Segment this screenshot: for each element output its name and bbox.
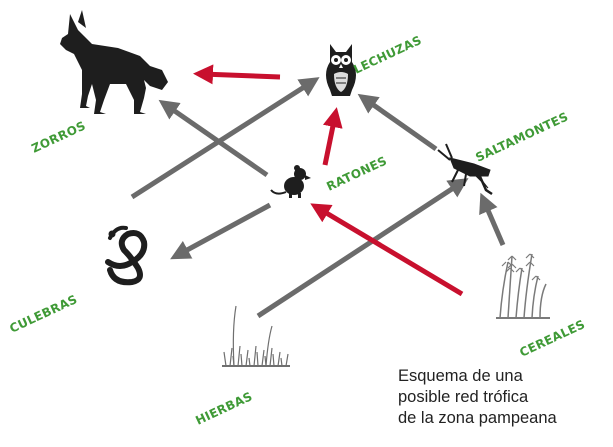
- label-culebras: CULEBRAS: [7, 292, 79, 336]
- arrow-culebras-to-lechuzas: [132, 82, 312, 197]
- label-lechuzas: LECHUZAS: [351, 33, 424, 77]
- arrow-cereales-to-saltamontes: [484, 201, 503, 245]
- diagram-caption: Esquema de una posible red trófica de la…: [398, 366, 610, 429]
- arrow-hierbas-to-ratones: [318, 208, 462, 294]
- caption-line-2: posible red trófica: [398, 387, 610, 408]
- label-saltamontes: SALTAMONTES: [473, 109, 570, 164]
- caption-line-3: de la zona pampeana: [398, 408, 610, 429]
- label-cereales: CEREALES: [517, 317, 587, 360]
- label-zorros: ZORROS: [29, 119, 88, 156]
- snake-icon: [108, 228, 144, 283]
- owl-icon: [326, 44, 356, 96]
- label-ratones: RATONES: [324, 154, 389, 194]
- label-hierbas: HIERBAS: [193, 389, 254, 428]
- arrow-ratones-to-culebras: [178, 205, 270, 255]
- arrow-saltamontes-to-lechuzas: [365, 99, 436, 149]
- arrow-hierbas-to-saltamontes: [258, 183, 461, 316]
- caption-line-1: Esquema de una: [398, 366, 610, 387]
- arrow-lechuzas-to-zorros: [202, 74, 280, 77]
- arrow-ratones-to-lechuzas: [325, 116, 335, 165]
- grass-icon: [222, 306, 290, 366]
- wheat-icon: [496, 254, 550, 318]
- mouse-icon: [271, 165, 311, 198]
- fox-icon: [60, 10, 168, 114]
